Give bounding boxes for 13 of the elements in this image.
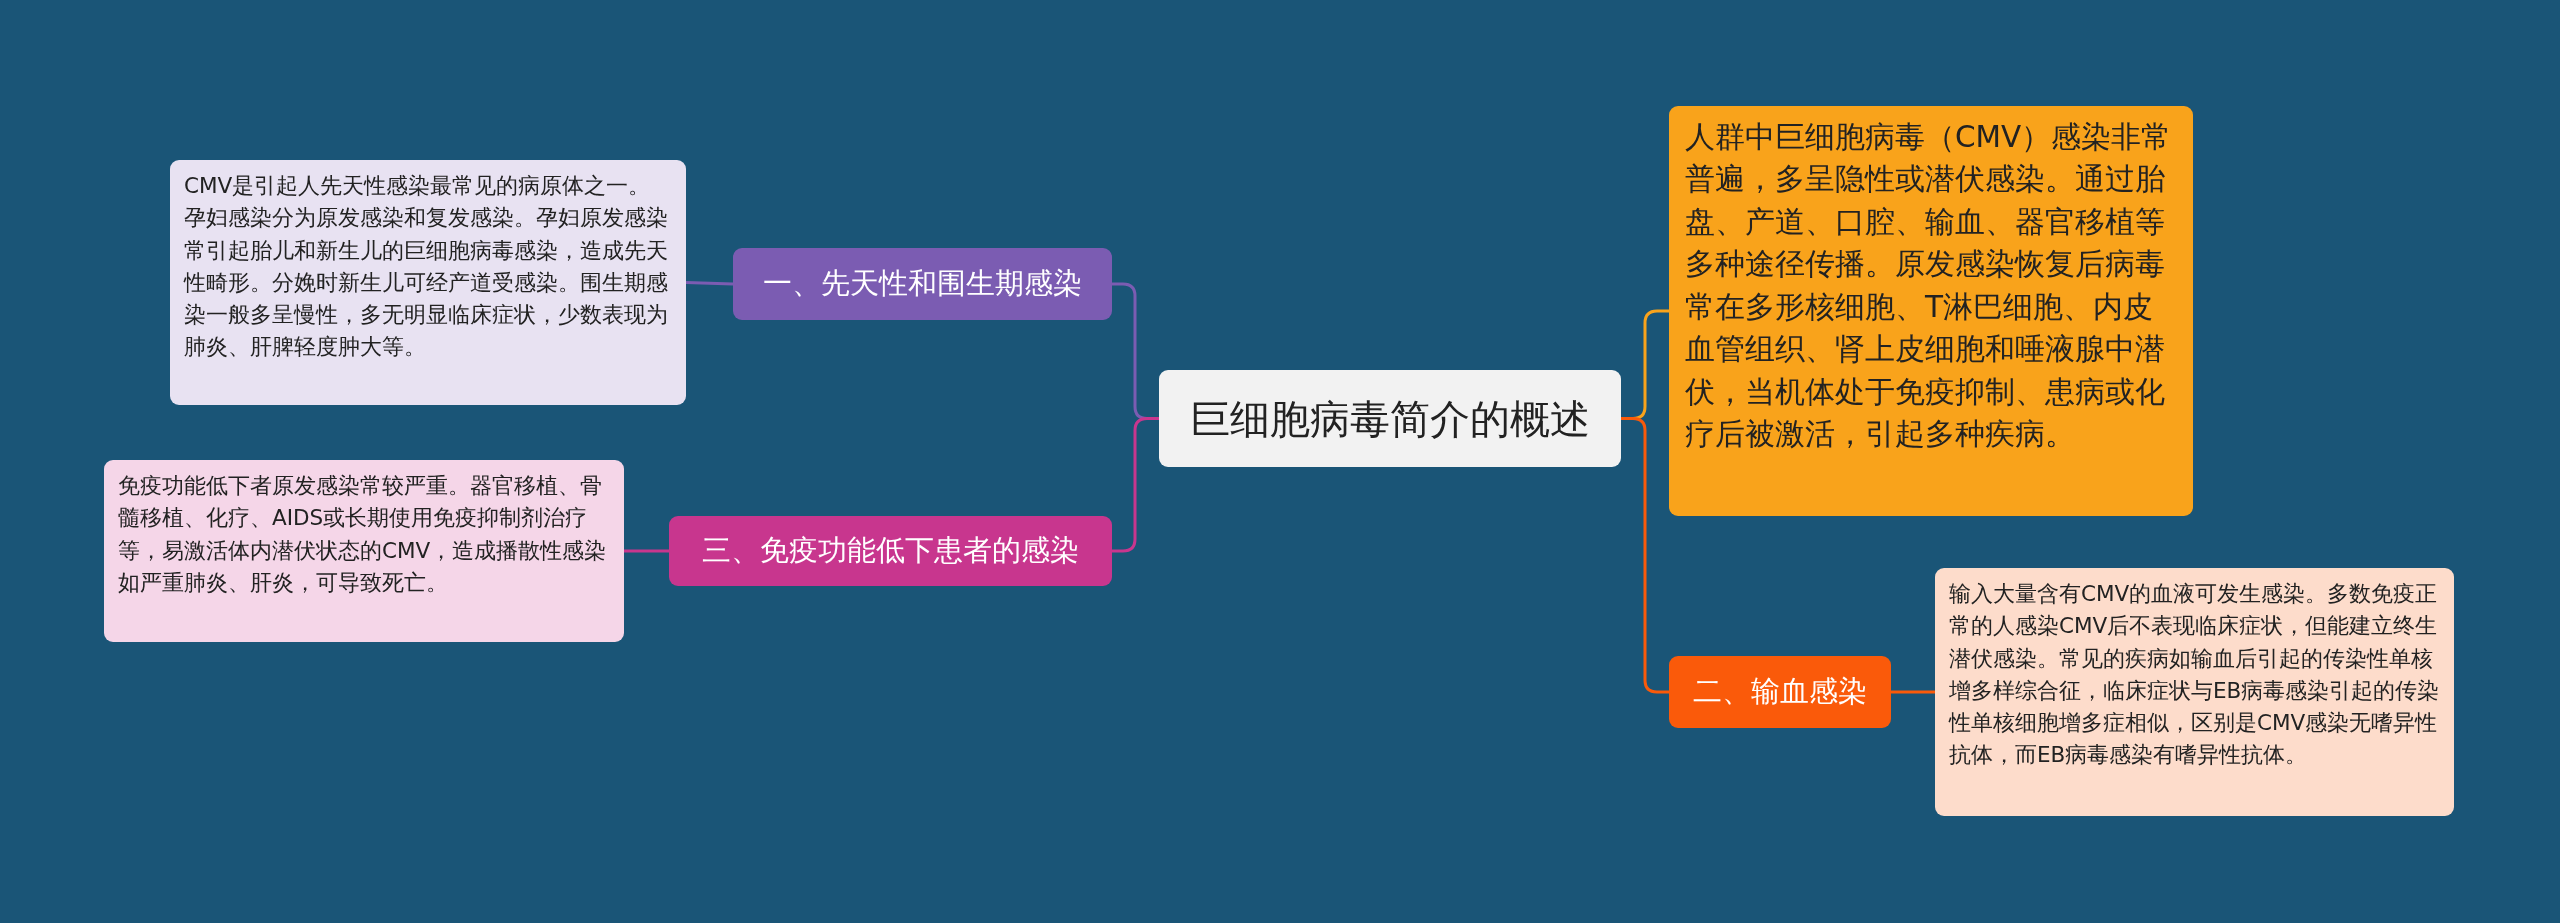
detail-box: CMV是引起人先天性感染最常见的病原体之一。孕妇感染分为原发感染和复发感染。孕妇原发感染常引起胎儿和新生儿的巨细胞病毒感染，造成先天性畸形。分娩时新生儿可经产道受感染。围生期感染一般多呈慢性，多无明显临床症状，少数表现为肺炎、肝脾轻度肿大等。: [170, 160, 686, 405]
connector-line: [685, 281, 734, 286]
branch-box: 一、先天性和围生期感染: [733, 248, 1112, 320]
connector-line: [1621, 417, 1669, 694]
branch-box: 二、输血感染: [1669, 656, 1891, 728]
topic-box: 巨细胞病毒简介的概述: [1159, 370, 1621, 467]
detail-box: 人群中巨细胞病毒（CMV）感染非常普遍，多呈隐性或潜伏感染。通过胎盘、产道、口腔、输血、器官移植等多种途径传播。原发感染恢复后病毒常在多形核细胞、T淋巴细胞、内皮血管组织、肾上皮细胞和唾液腺中潜伏，当机体处于免疫抑制、患病或化疗后被激活，引起多种疾病。: [1669, 106, 2193, 516]
connector-line: [1891, 690, 1935, 694]
connector-line: [624, 549, 669, 553]
connector-line: [1112, 417, 1159, 553]
detail-box: 输入大量含有CMV的血液可发生感染。多数免疫正常的人感染CMV后不表现临床症状，但能建立终生潜伏感染。常见的疾病如输血后引起的传染性单核增多样综合征，临床症状与EB病毒感染引起的传染性单核细胞增多症相似，区别是CMV感染无嗜异性抗体，而EB病毒感染有嗜异性抗体。: [1935, 568, 2454, 816]
branch-box: 三、免疫功能低下患者的感染: [669, 516, 1112, 586]
detail-box: 免疫功能低下者原发感染常较严重。器官移植、骨髓移植、化疗、AIDS或长期使用免疫抑制剂治疗等，易激活体内潜伏状态的CMV，造成播散性感染如严重肺炎、肝炎，可导致死亡。: [104, 460, 624, 642]
